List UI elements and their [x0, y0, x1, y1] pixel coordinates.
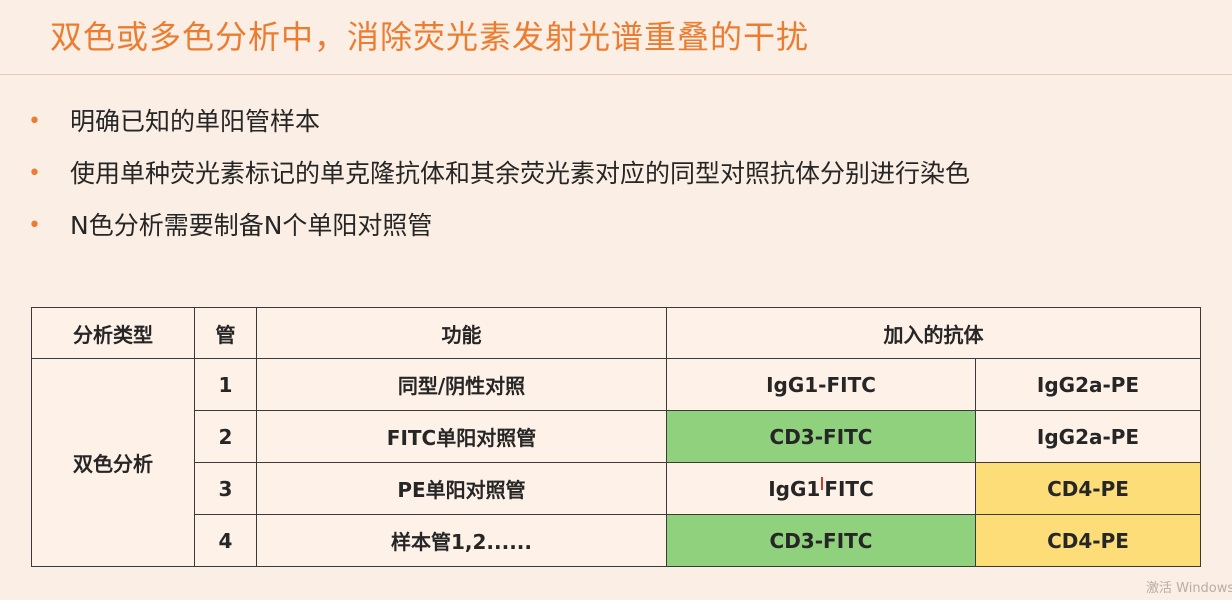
cell-pe-antibody: CD4-PE — [975, 514, 1201, 567]
bullet-dot-icon: • — [28, 109, 41, 134]
title-divider — [0, 74, 1232, 75]
bullet-item: • 使用单种荧光素标记的单克隆抗体和其余荧光素对应的同型对照抗体分别进行染色 — [28, 148, 970, 200]
bullet-text: 使用单种荧光素标记的单克隆抗体和其余荧光素对应的同型对照抗体分别进行染色 — [70, 159, 971, 188]
table-row: 4 样本管1,2...... CD3-FITC CD4-PE — [32, 514, 1201, 567]
cell-fitc-antibody: CD3-FITC — [666, 514, 976, 567]
cell-function: 同型/阴性对照 — [256, 358, 667, 411]
activation-watermark: 激活 Windows — [1146, 581, 1232, 596]
table-header-row: 分析类型 管 功能 加入的抗体 — [31, 307, 1201, 359]
text-cursor-icon — [821, 476, 824, 490]
cell-pe-antibody: IgG2a-PE — [975, 410, 1201, 463]
slide-title: 双色或多色分析中，消除荧光素发射光谱重叠的干扰 — [50, 18, 810, 56]
cell-pe-antibody: CD4-PE — [975, 462, 1201, 515]
header-antibodies: 加入的抗体 — [666, 307, 1201, 359]
bullet-dot-icon: • — [28, 213, 41, 238]
bullet-dot-icon: • — [28, 161, 41, 186]
bullet-text: N色分析需要制备N个单阳对照管 — [70, 211, 433, 240]
header-tube: 管 — [194, 307, 257, 359]
header-analysis-type: 分析类型 — [31, 307, 195, 359]
table-row: 双色分析 1 同型/阴性对照 IgG1-FITC IgG2a-PE — [31, 358, 1201, 567]
fitc-antibody-part: FITC — [824, 476, 874, 501]
cell-pe-antibody: IgG2a-PE — [975, 358, 1201, 411]
table-row: 2 FITC单阳对照管 CD3-FITC IgG2a-PE — [32, 410, 1201, 463]
fitc-antibody-part: IgG1 — [768, 476, 821, 501]
cell-fitc-antibody: IgG1-FITC — [666, 358, 976, 411]
cell-function: 样本管1,2...... — [256, 514, 667, 567]
antibody-table: 分析类型 管 功能 加入的抗体 双色分析 1 同型/阴性对照 IgG1-FITC… — [31, 307, 1201, 567]
bullet-list: • 明确已知的单阳管样本 • 使用单种荧光素标记的单克隆抗体和其余荧光素对应的同… — [28, 96, 970, 252]
cell-function: FITC单阳对照管 — [256, 410, 667, 463]
cell-tube: 1 — [194, 358, 257, 411]
cell-tube: 3 — [194, 462, 257, 515]
bullet-item: • N色分析需要制备N个单阳对照管 — [28, 200, 970, 252]
cell-tube: 4 — [194, 514, 257, 567]
cell-fitc-antibody: CD3-FITC — [666, 410, 976, 463]
cell-analysis-type: 双色分析 — [31, 358, 195, 567]
header-function: 功能 — [256, 307, 667, 359]
cell-function: PE单阳对照管 — [256, 462, 667, 515]
cell-tube: 2 — [194, 410, 257, 463]
bullet-text: 明确已知的单阳管样本 — [70, 107, 321, 136]
bullet-item: • 明确已知的单阳管样本 — [28, 96, 970, 148]
